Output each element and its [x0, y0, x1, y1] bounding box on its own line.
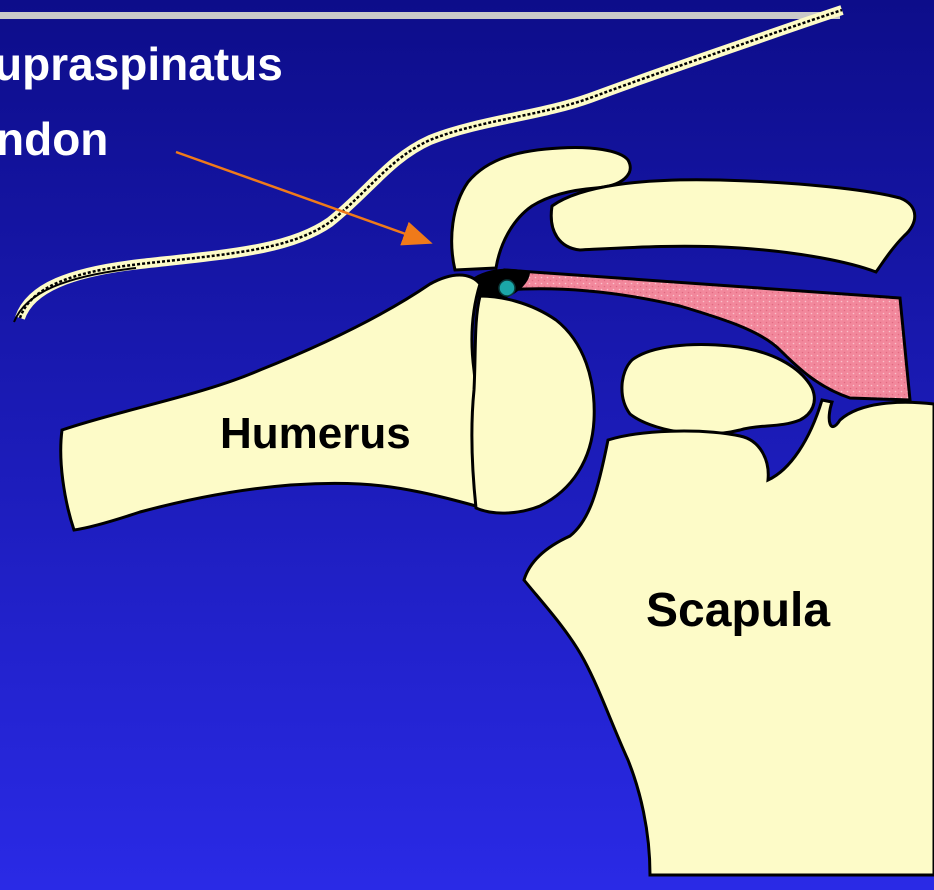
title-rule	[0, 12, 840, 19]
humerus-label: Humerus	[220, 409, 411, 458]
title-line-1: upraspinatus	[0, 38, 283, 90]
scapula-label: Scapula	[646, 584, 830, 637]
title-line-2: ndon	[0, 113, 108, 165]
tendon-dot	[499, 280, 515, 296]
